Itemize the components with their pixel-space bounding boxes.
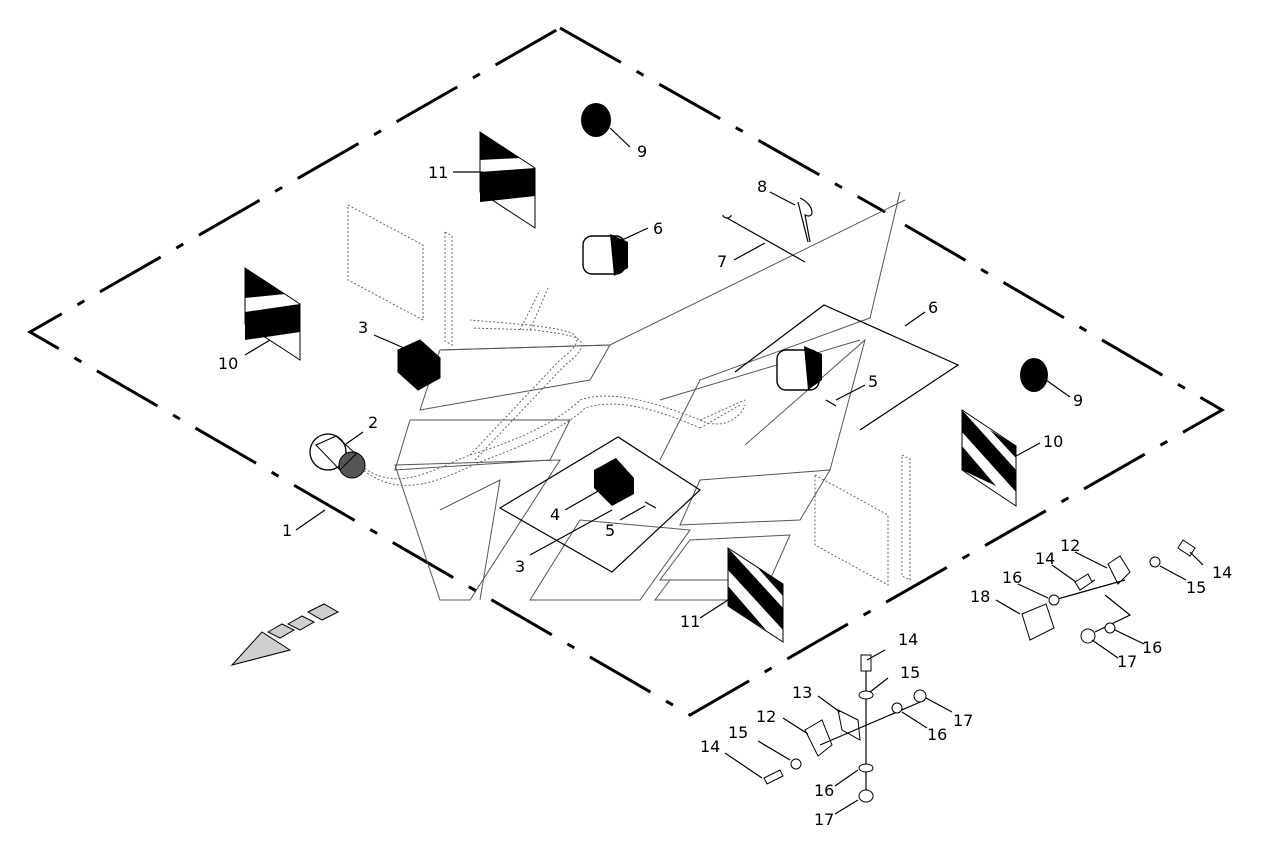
callout-9-top: 9 <box>637 142 647 161</box>
callout-3-upper: 3 <box>358 318 368 337</box>
side-lamp-6-top <box>582 234 628 276</box>
tail-light-4 <box>594 458 634 506</box>
assembly-outline <box>26 26 1225 717</box>
rear-bracket-right <box>901 454 911 581</box>
callout-15-bottom-b: 15 <box>728 723 748 742</box>
callout-17-right: 17 <box>1117 652 1137 671</box>
cable-tie-7 <box>722 214 806 263</box>
warning-plate-10-left <box>244 267 301 361</box>
cable-clip-5-mid <box>825 399 837 407</box>
callout-13: 13 <box>792 683 812 702</box>
warning-plate-11-top <box>479 131 536 229</box>
callout-15-bottom-a: 15 <box>900 663 920 682</box>
callout-17-bottom-a: 17 <box>953 711 973 730</box>
warning-plate-10-right <box>961 409 1017 507</box>
callout-16-right-b: 16 <box>1142 638 1162 657</box>
callout-17-bottom-b: 17 <box>814 810 834 829</box>
hardware-group-bottom <box>763 654 927 803</box>
warning-plate-11-bottom <box>727 547 784 643</box>
plug-connector-2 <box>309 433 366 479</box>
tail-light-3 <box>397 339 441 391</box>
callout-15-right: 15 <box>1186 578 1206 597</box>
callout-7: 7 <box>717 252 727 271</box>
callout-3-lower: 3 <box>515 557 525 576</box>
callout-14-right-a: 14 <box>1035 549 1055 568</box>
callout-16-right-a: 16 <box>1002 568 1022 587</box>
callout-14-right-b: 14 <box>1212 563 1232 582</box>
callout-2: 2 <box>368 413 378 432</box>
machine-body <box>394 191 906 601</box>
callout-6-top: 6 <box>653 219 663 238</box>
callout-4: 4 <box>550 505 560 524</box>
rear-plate-right <box>814 474 889 586</box>
callout-16-bottom-a: 16 <box>927 725 947 744</box>
side-lamp-6-mid <box>776 346 822 391</box>
leader-lines <box>244 127 1204 815</box>
callout-5-low: 5 <box>605 521 615 540</box>
round-reflector-9-top <box>581 103 611 137</box>
direction-arrow <box>230 603 340 666</box>
callout-9-right: 9 <box>1073 391 1083 410</box>
rear-plate-left <box>347 204 424 321</box>
callout-12-bottom: 12 <box>756 707 776 726</box>
callout-11-bottom: 11 <box>680 612 700 631</box>
callout-5-mid: 5 <box>868 372 878 391</box>
callout-18: 18 <box>970 587 990 606</box>
callout-10-right: 10 <box>1043 432 1063 451</box>
callout-14-bottom-a: 14 <box>898 630 918 649</box>
callout-8: 8 <box>757 177 767 196</box>
callout-10-left: 10 <box>218 354 238 373</box>
cable-clip-5-low <box>644 501 657 509</box>
callout-12-right: 12 <box>1060 536 1080 555</box>
round-reflector-9-right <box>1020 358 1048 392</box>
callout-16-bottom-b: 16 <box>814 781 834 800</box>
callout-6-mid: 6 <box>928 298 938 317</box>
rear-bracket-left <box>444 231 453 346</box>
callout-1: 1 <box>282 521 292 540</box>
wiring-harness <box>349 287 746 486</box>
callout-11-top: 11 <box>428 163 448 182</box>
spring-clip-8 <box>797 197 813 243</box>
callout-14-bottom-b: 14 <box>700 737 720 756</box>
